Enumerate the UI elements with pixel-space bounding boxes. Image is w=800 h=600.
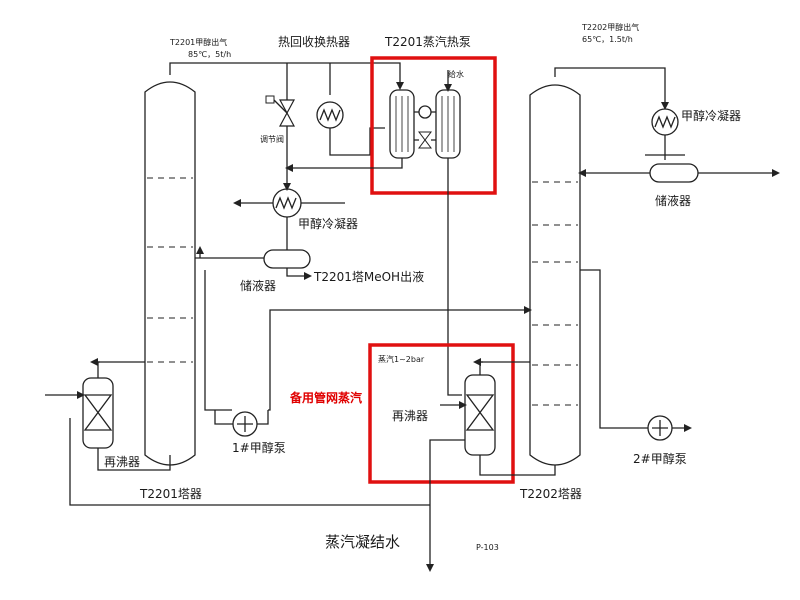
label-steam-condensate: 蒸汽凝结水 [325,533,400,551]
methanol-condenser-right [645,108,685,160]
label-t2201-methanol-out: T2201甲醇出气 [169,37,227,47]
label-t2201-methanol-out-cond: 85℃，5t/h [188,50,231,59]
label-tower-t2201: T2201塔器 [139,487,202,501]
reboiler-left [45,358,430,506]
storage-tank-right [578,163,780,183]
heat-recovery-exchanger [316,101,385,156]
label-pump-2: 2#甲醇泵 [633,451,687,466]
methanol-condenser-left [233,168,345,250]
label-t2202-methanol-out: T2202甲醇出气 [581,22,639,32]
heat-pump-highlight-box [370,56,497,195]
pump-2 [580,269,692,441]
label-control-valve: 调节阀 [260,135,284,144]
control-valve [265,90,296,168]
label-backup-pipe-steam: 备用管网蒸汽 [289,390,362,405]
label-tower-t2202: T2202塔器 [519,487,582,501]
tower-t2201 [144,81,196,466]
label-page-ref: P-103 [476,543,499,552]
pump-1 [214,410,269,437]
label-storage-tank-right: 储液器 [655,193,691,208]
label-steam-pressure: 蒸汽1~2bar [378,354,425,364]
reboiler-right-group [368,343,556,572]
label-methanol-condenser-left: 甲醇冷凝器 [298,216,358,231]
label-t2201-meoh-outlet: T2201塔MeOH出液 [313,269,424,284]
label-reboiler-right: 再沸器 [392,409,428,423]
reboiler-highlight-box [368,343,515,484]
storage-tank-left [195,246,312,411]
label-feed-water: 给水 [448,69,464,79]
tower-t2202 [529,84,581,466]
label-methanol-condenser-right: 甲醇冷凝器 [681,108,741,123]
label-t2202-methanol-out-cond: 65℃，1.5t/h [582,35,633,44]
pump1-to-t2202-line [268,306,532,411]
t2201-overhead-line [169,62,404,95]
label-pump-1: 1#甲醇泵 [232,440,286,455]
steam-heat-pump [285,56,497,396]
label-heat-recovery-exchanger: 热回收换热器 [278,35,350,49]
label-reboiler-left: 再沸器 [104,455,140,469]
label-t2201-steam-heat-pump: T2201蒸汽热泵 [384,34,471,49]
t2202-overhead-line [554,67,669,110]
label-storage-tank-left: 储液器 [240,278,276,293]
